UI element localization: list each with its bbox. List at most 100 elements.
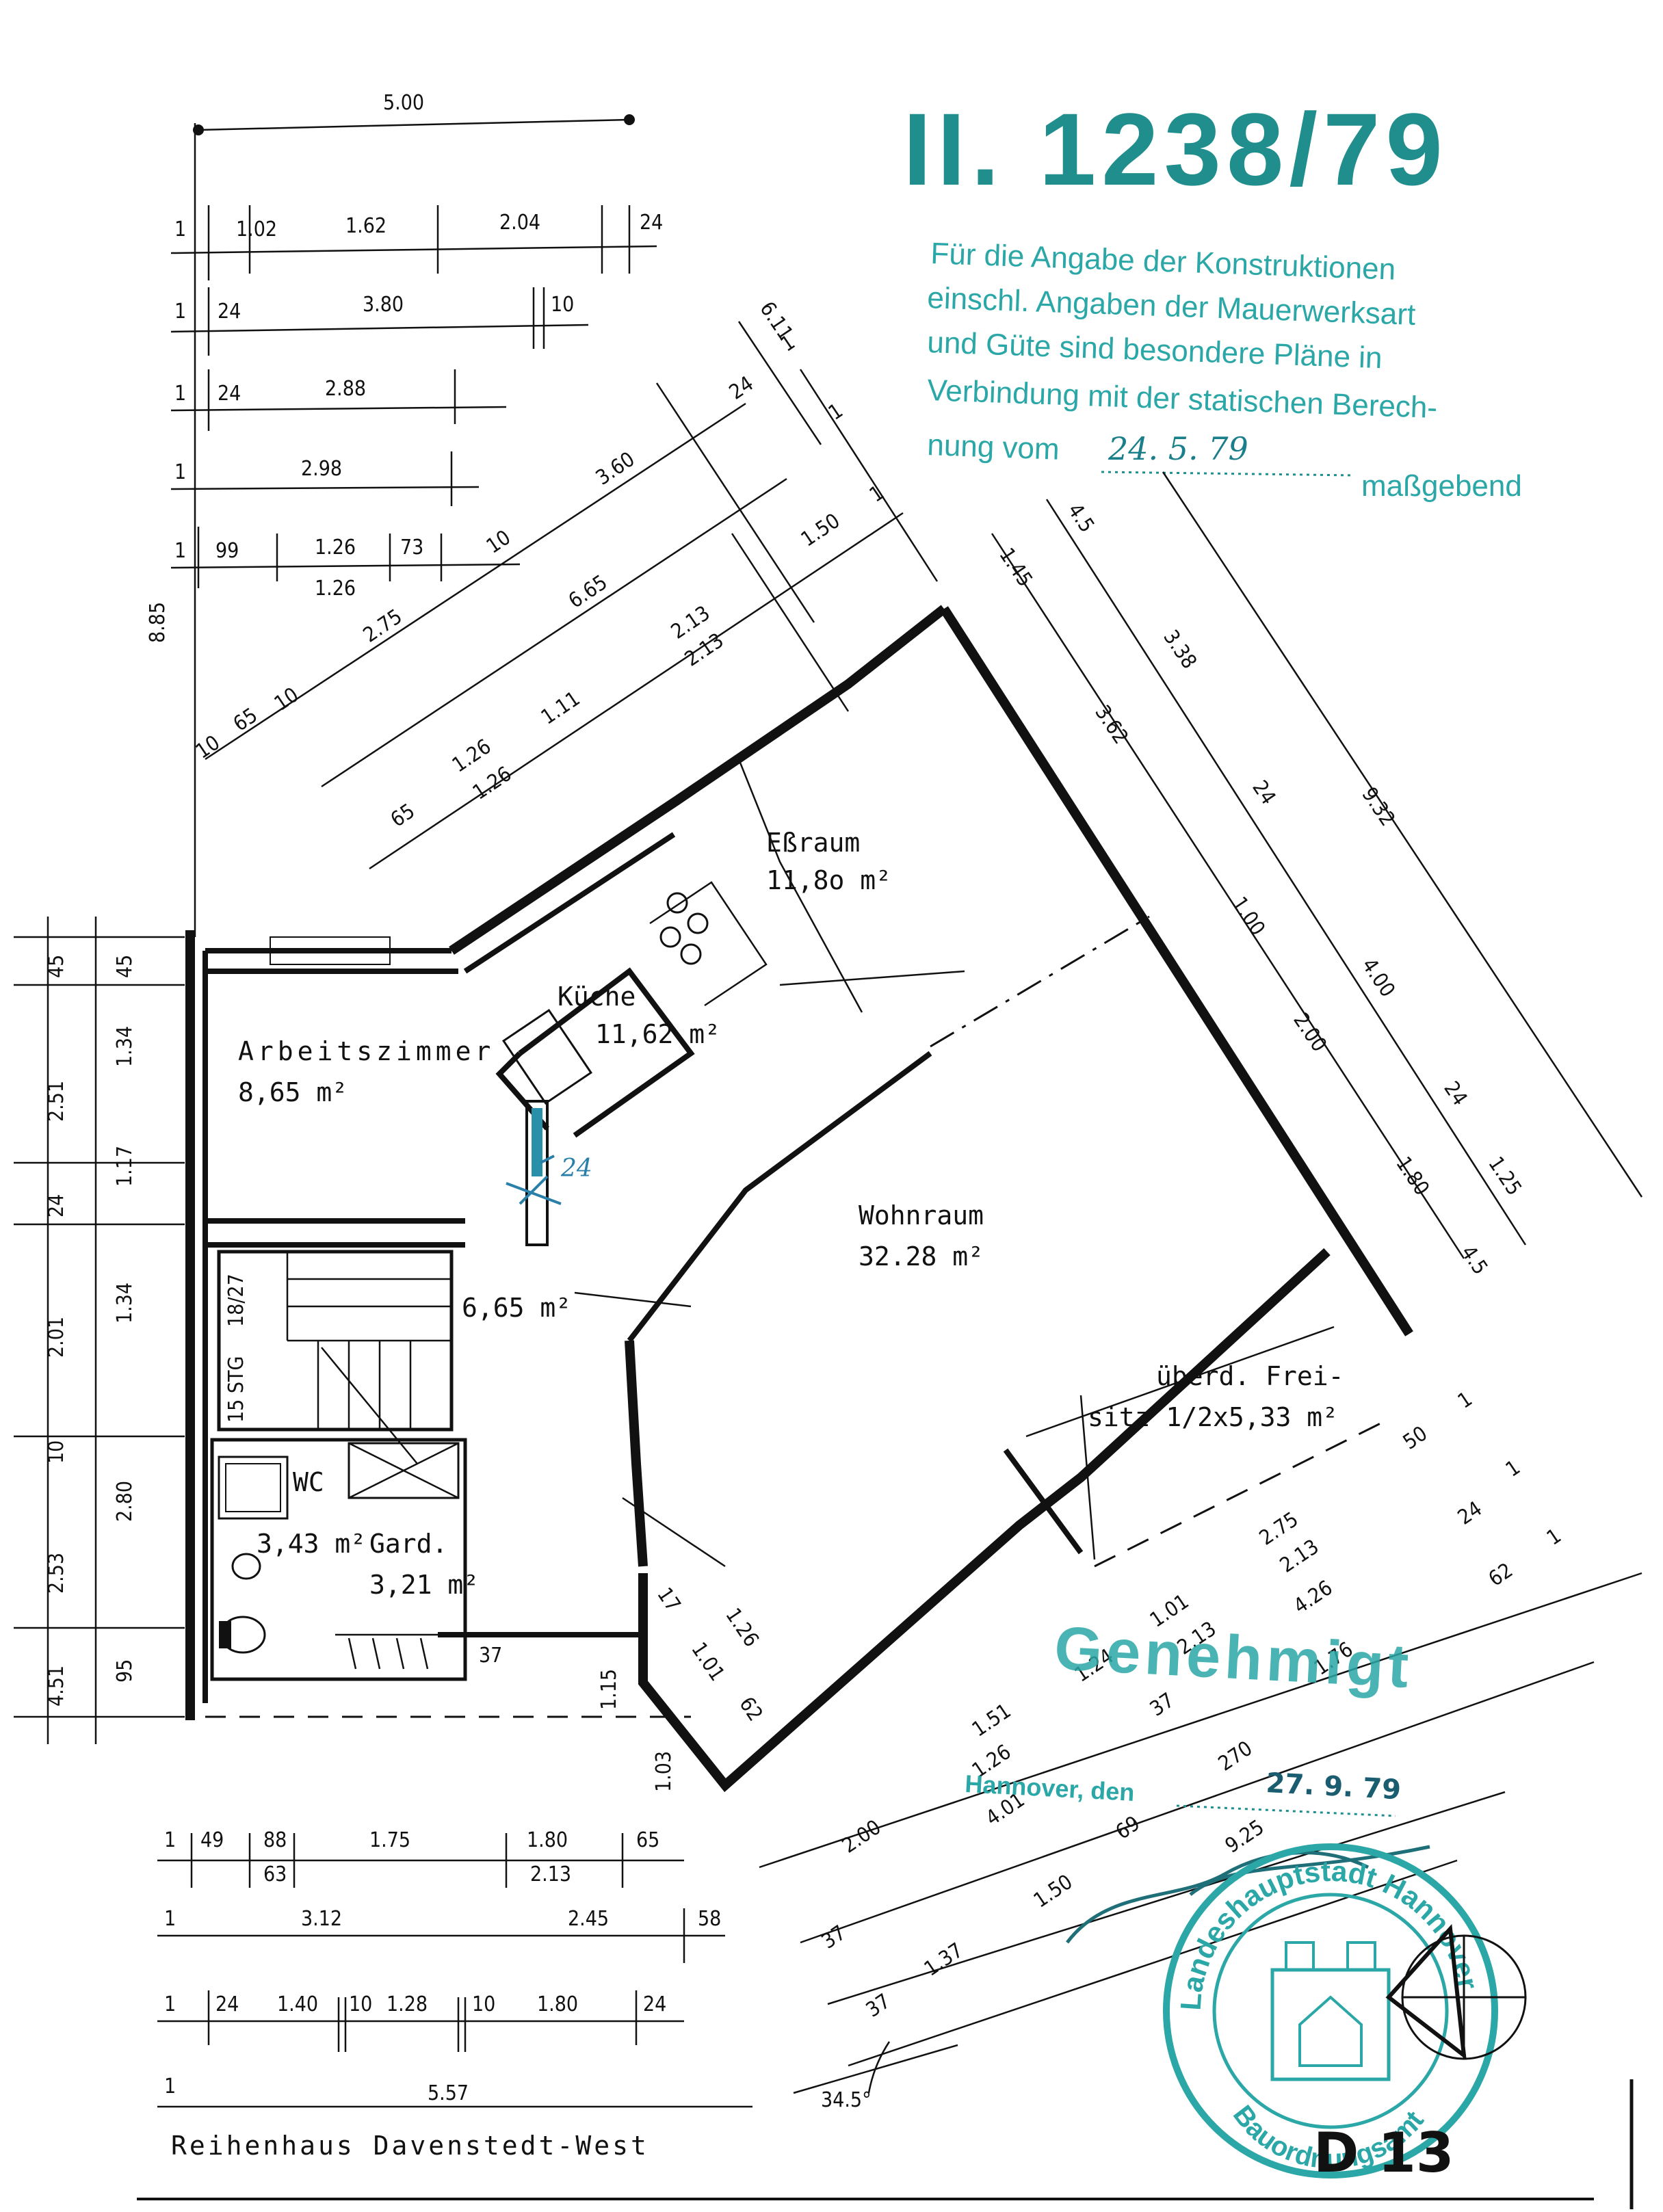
dim-r5-a: 1 <box>174 539 186 563</box>
room-arbeitszimmer-area: 8,65 m² <box>238 1077 348 1107</box>
dim-bd-a: 2.00 <box>838 1815 885 1858</box>
dim-left-a3: 24 <box>44 1194 68 1217</box>
dim-r2-a: 1 <box>174 300 186 324</box>
dim-diag-g: 3.60 <box>592 447 639 490</box>
dim-r2-c: 3.80 <box>363 293 404 317</box>
handwritten-mark: 24 <box>506 1155 592 1205</box>
dim-b2-a: 1 <box>164 1907 176 1931</box>
dim-right-a: 1.45 <box>994 544 1037 591</box>
stamp-number: II. 1238/79 <box>903 92 1448 207</box>
room-essraum-area: 11,8o m² <box>766 865 891 895</box>
dim-bd-t: 69 <box>1112 1811 1144 1844</box>
dim-bd-m: 50 <box>1399 1421 1432 1454</box>
room-freisitz-area: sitz 1/2x5,33 m² <box>1088 1402 1338 1432</box>
room-wohnraum-area: 32.28 m² <box>859 1241 984 1272</box>
dim-right-l: 1.25 <box>1483 1153 1526 1200</box>
diagonal-upper-dimensions: 6.11 1 1 24 1 1.50 3.60 6.65 2.13 2.13 2… <box>192 298 939 870</box>
dim-r5-c: 1.26 <box>315 536 356 559</box>
dim-b4-b: 5.57 <box>428 2081 469 2105</box>
approval-date: 27. 9. 79 <box>1265 1767 1402 1806</box>
dim-left-a6: 2.53 <box>44 1553 68 1594</box>
dim-bd-q: 62 <box>1484 1558 1517 1591</box>
stamp-handwritten-date: 24. 5. 79 <box>1108 430 1248 467</box>
dim-bd-b: 1.51 <box>968 1699 1015 1742</box>
dim-bd-k: 4.26 <box>1289 1576 1337 1619</box>
dim-b1-f: 65 <box>636 1828 659 1852</box>
dim-b3-d: 10 <box>349 1992 372 2016</box>
dim-left-b1: 45 <box>113 955 137 978</box>
dim-r1-d: 2.04 <box>499 211 540 235</box>
dim-right-f: 24 <box>1247 776 1280 809</box>
dim-right-i: 2.00 <box>1288 1009 1331 1056</box>
handwritten-note: 24 <box>560 1155 592 1183</box>
registration-stamp: II. 1238/79 Für die Angabe der Konstrukt… <box>903 92 1522 503</box>
dim-left-a1: 45 <box>44 955 68 978</box>
dim-bd-h: 37 <box>1146 1688 1179 1721</box>
left-vertical-dimensions: 45 2.51 24 2.01 10 2.53 4.51 45 1.34 1.1… <box>14 917 185 1744</box>
dim-diag-k: 2.75 <box>359 605 406 648</box>
north-arrow <box>1385 1924 1527 2060</box>
floor-plan <box>185 605 1413 1793</box>
dim-small-17: 17 <box>652 1583 685 1616</box>
dim-b2-b: 3.12 <box>301 1907 342 1931</box>
dim-b1-d: 1.75 <box>369 1828 410 1852</box>
room-wc-name: WC <box>293 1467 324 1497</box>
dim-diag-h: 6.65 <box>564 570 612 614</box>
dim-r3-a: 1 <box>174 382 186 406</box>
dim-left-a4: 2.01 <box>44 1317 68 1358</box>
dim-b2-d: 58 <box>698 1907 721 1931</box>
room-gard-area: 3,21 m² <box>369 1570 479 1600</box>
dim-left-b4: 1.34 <box>113 1282 137 1324</box>
dim-b2-c: 2.45 <box>568 1907 609 1931</box>
footer: Reihenhaus Davenstedt-West D 13 <box>137 2079 1634 2209</box>
dim-bd-j: 2.13 <box>1276 1535 1323 1578</box>
sheet-id: D 13 <box>1313 2121 1454 2185</box>
dim-r2-b: 24 <box>218 300 241 324</box>
room-arbeitszimmer-name: Arbeitszimmer <box>238 1036 495 1066</box>
stair-ratio: 18/27 <box>224 1274 248 1327</box>
dim-b3-a: 1 <box>164 1992 176 2016</box>
room-flur-area: 6,65 m² <box>462 1293 571 1323</box>
dim-b3-e: 1.28 <box>387 1992 428 2016</box>
dim-diag-f: 1.50 <box>797 509 844 552</box>
dim-r1-b: 1.02 <box>236 218 277 241</box>
dim-left-b2: 1.34 <box>113 1026 137 1067</box>
dim-r4-b: 2.98 <box>301 457 342 481</box>
stamp-line-5: nung vom <box>927 428 1060 466</box>
dim-left-b5: 2.80 <box>113 1481 137 1522</box>
dim-bd-l: 24 <box>1454 1497 1487 1529</box>
dim-diag-r: 10 <box>482 525 515 558</box>
dim-diag-e: 1 <box>865 481 889 508</box>
stamp-line-1: Für die Angabe der Konstruktionen <box>930 237 1396 287</box>
dim-r5-e: 1.26 <box>315 577 356 601</box>
dim-r1-a: 1 <box>174 218 186 241</box>
room-freisitz-name: überd. Frei- <box>1156 1361 1344 1391</box>
room-gard-name: Gard. <box>369 1529 447 1559</box>
dim-left-a5: 10 <box>44 1440 68 1464</box>
dim-right-j: 24 <box>1439 1077 1471 1110</box>
dim-right-g: 1.00 <box>1227 893 1270 940</box>
dim-b1-b: 49 <box>200 1828 224 1852</box>
dim-r5-b: 99 <box>215 539 239 563</box>
approval-title: Genehmigt <box>1053 1614 1415 1701</box>
dim-r3-c: 2.88 <box>325 377 366 401</box>
dim-right-k: 1.80 <box>1391 1153 1434 1200</box>
right-diagonal-dimensions: 1.45 4.5 3.38 3.62 9.32 24 1.00 4.00 2.0… <box>991 471 1643 1279</box>
dim-r1-c: 1.62 <box>345 214 387 238</box>
dim-b1-a: 1 <box>164 1828 176 1852</box>
dim-bd-n: 1 <box>1454 1387 1477 1414</box>
dim-bd-v: 1.50 <box>1030 1870 1077 1913</box>
dim-r3-b: 24 <box>218 382 241 406</box>
dim-r1-e: 24 <box>640 211 663 235</box>
room-essraum-name: Eßraum <box>766 828 860 858</box>
stamp-line-6: maßgebend <box>1361 469 1522 503</box>
angle-label: 34.5° <box>821 2088 872 2112</box>
dim-b3-g: 1.80 <box>537 1992 578 2016</box>
dim-top-total: 5.00 <box>383 91 424 115</box>
dim-left-a7: 4.51 <box>44 1665 68 1707</box>
sheet-title: Reihenhaus Davenstedt-West <box>171 2131 649 2161</box>
dim-diag-d: 24 <box>725 371 758 404</box>
dim-small-101: 1.01 <box>686 1638 729 1685</box>
dim-b4-a: 1 <box>164 2075 176 2098</box>
dim-b1-h: 2.13 <box>530 1862 571 1886</box>
